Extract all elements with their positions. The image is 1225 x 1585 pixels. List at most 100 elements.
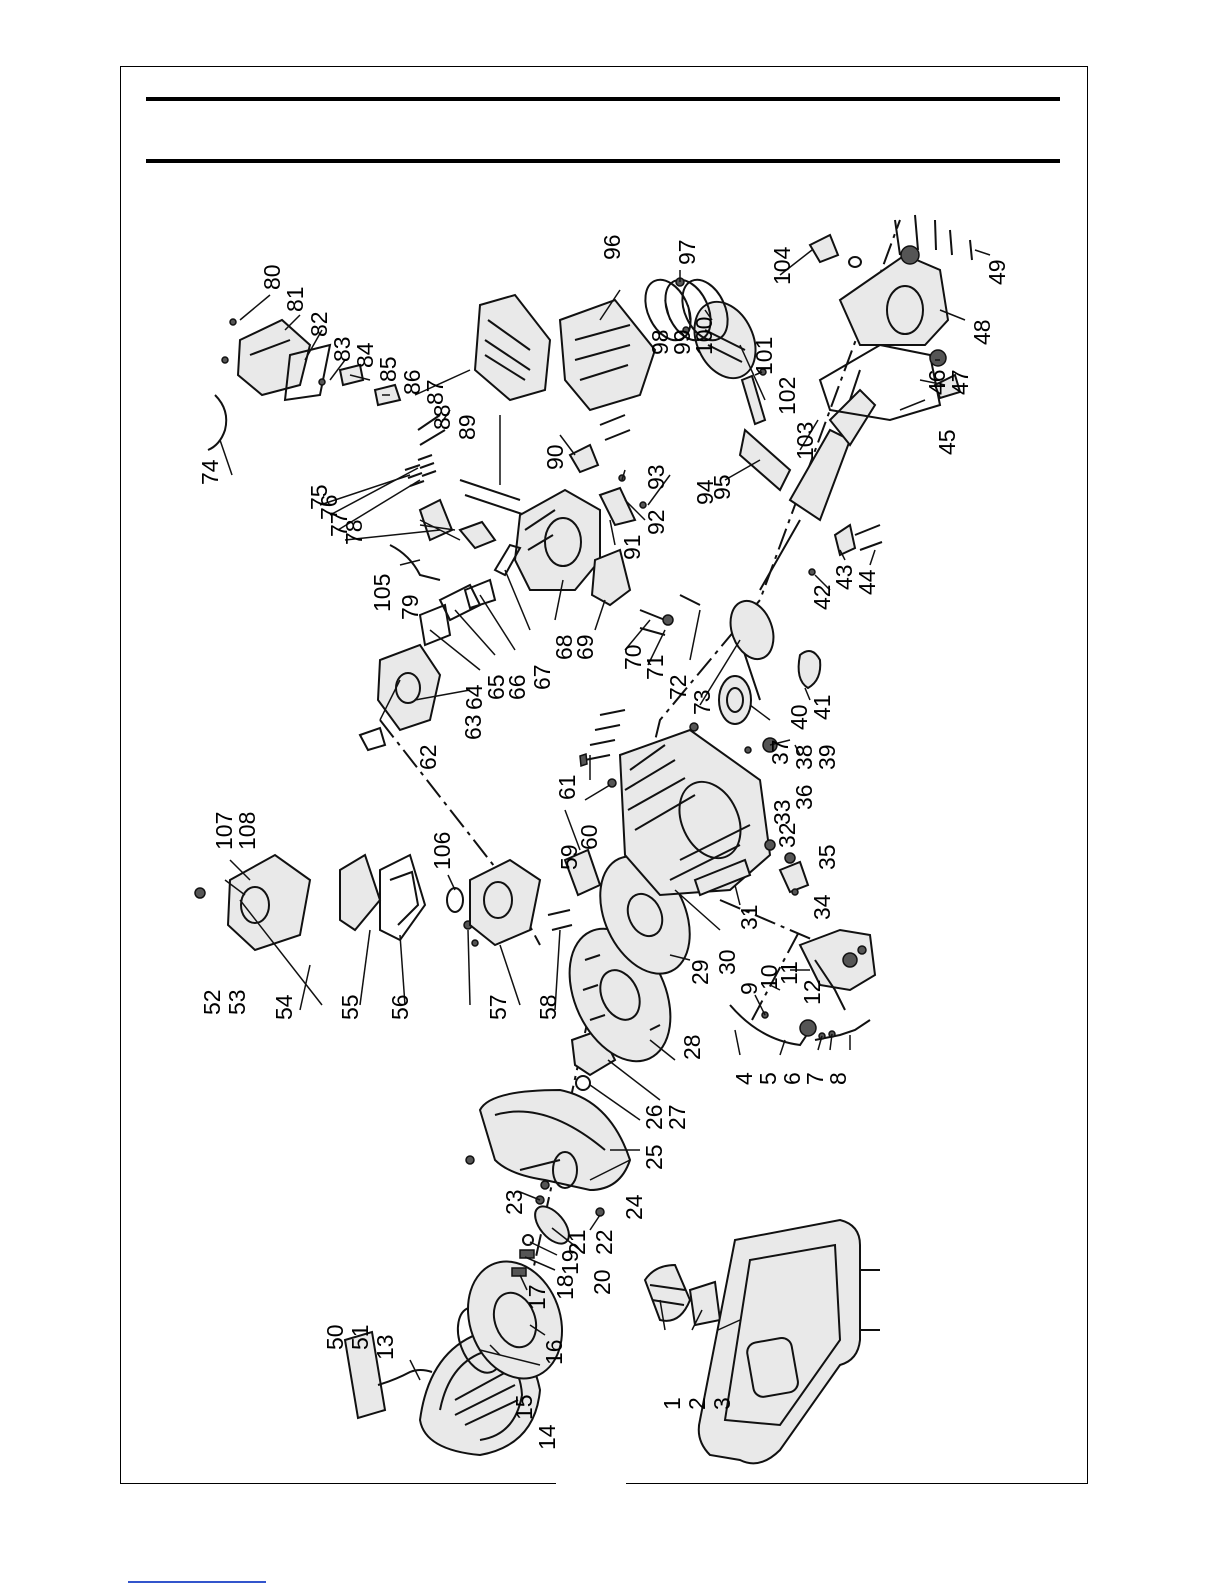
fuel-tank-assembly — [643, 1218, 880, 1465]
part-callout-98: 98 — [647, 329, 673, 355]
part-callout-2: 2 — [684, 1397, 710, 1410]
camshaft-assembly — [718, 599, 822, 754]
part-callout-22: 22 — [591, 1229, 617, 1255]
muffler-assembly — [417, 277, 690, 516]
part-callout-87: 87 — [422, 379, 448, 405]
part-callout-97: 97 — [674, 239, 700, 265]
part-callout-34: 34 — [809, 894, 835, 920]
part-callout-9: 9 — [736, 982, 762, 995]
part-callout-41: 41 — [809, 694, 835, 720]
blower-housing — [478, 1088, 632, 1192]
part-callout-39: 39 — [814, 744, 840, 770]
part-callout-101: 101 — [751, 337, 777, 375]
part-callout-75: 75 — [306, 484, 332, 510]
part-callout-26: 26 — [641, 1104, 667, 1130]
part-callout-104: 104 — [769, 246, 795, 285]
footer-frame-gap — [556, 1478, 626, 1490]
part-callout-58: 58 — [535, 994, 561, 1020]
part-callout-82: 82 — [306, 311, 332, 337]
part-callout-91: 91 — [619, 534, 645, 560]
part-callout-100: 100 — [691, 317, 717, 355]
part-callout-18: 18 — [552, 1274, 578, 1300]
part-callout-46: 46 — [924, 369, 950, 395]
part-callout-4: 4 — [731, 1072, 757, 1085]
part-callout-45: 45 — [934, 429, 960, 455]
part-callout-70: 70 — [620, 644, 646, 670]
part-callout-37: 37 — [767, 739, 793, 765]
part-callout-64: 64 — [461, 684, 487, 710]
part-callout-66: 66 — [504, 674, 530, 700]
part-callout-16: 16 — [541, 1339, 567, 1365]
part-callout-106: 106 — [429, 832, 455, 870]
part-callout-55: 55 — [337, 994, 363, 1020]
governor-parts — [693, 839, 810, 897]
part-callout-56: 56 — [387, 994, 413, 1020]
part-callout-60: 60 — [576, 824, 602, 850]
part-callout-33: 33 — [769, 799, 795, 825]
starter-pulley — [456, 1260, 564, 1380]
part-callout-43: 43 — [831, 564, 857, 590]
part-callout-103: 103 — [792, 422, 818, 460]
part-callout-54: 54 — [271, 994, 297, 1020]
part-callout-35: 35 — [814, 844, 840, 870]
part-callout-77: 77 — [326, 511, 352, 537]
part-callout-19: 19 — [557, 1249, 583, 1275]
part-callout-20: 20 — [589, 1269, 615, 1295]
part-callout-23: 23 — [501, 1189, 527, 1215]
crankcase-cover — [818, 214, 973, 422]
part-callout-27: 27 — [664, 1104, 690, 1130]
part-callout-5: 5 — [755, 1072, 781, 1085]
part-callout-65: 65 — [483, 674, 509, 700]
part-callout-59: 59 — [556, 844, 582, 870]
part-callout-32: 32 — [774, 822, 800, 848]
part-callout-14: 14 — [534, 1424, 560, 1450]
part-callout-94: 94 — [692, 479, 718, 505]
part-callout-105: 105 — [369, 574, 395, 612]
header-rule-bottom — [146, 159, 1060, 163]
piston-rings — [644, 278, 767, 376]
part-callout-86: 86 — [399, 369, 425, 395]
part-callout-49: 49 — [984, 259, 1010, 285]
part-callout-47: 47 — [947, 369, 973, 395]
part-callout-96: 96 — [599, 234, 625, 260]
part-callout-10: 10 — [756, 964, 782, 990]
part-callout-6: 6 — [779, 1072, 805, 1085]
part-callout-99: 99 — [669, 329, 695, 355]
part-callout-78: 78 — [341, 519, 367, 545]
part-callout-15: 15 — [511, 1394, 537, 1420]
part-callout-95: 95 — [709, 474, 735, 500]
part-callout-89: 89 — [454, 414, 480, 440]
part-callout-3: 3 — [709, 1397, 735, 1410]
part-callout-28: 28 — [679, 1034, 705, 1060]
rocker-parts — [568, 414, 647, 527]
part-callout-57: 57 — [485, 994, 511, 1020]
carburetor-assembly — [358, 543, 522, 752]
part-callout-80: 80 — [259, 264, 285, 290]
part-callout-40: 40 — [786, 704, 812, 730]
head-bolts — [579, 709, 626, 768]
part-callout-85: 85 — [375, 356, 401, 382]
part-callout-71: 71 — [642, 654, 668, 680]
part-callout-102: 102 — [774, 377, 800, 415]
part-callout-62: 62 — [415, 744, 441, 770]
part-callout-17: 17 — [524, 1284, 550, 1310]
part-callout-90: 90 — [542, 444, 568, 470]
part-callout-108: 108 — [234, 812, 260, 850]
crankcase-block — [607, 722, 772, 897]
part-callout-107: 107 — [211, 812, 237, 850]
part-callout-76: 76 — [316, 494, 342, 520]
part-callout-83: 83 — [329, 336, 355, 362]
stop-switch — [808, 233, 862, 268]
part-callout-24: 24 — [621, 1194, 647, 1220]
part-callout-38: 38 — [791, 744, 817, 770]
part-callout-11: 11 — [776, 961, 802, 985]
part-callout-81: 81 — [282, 286, 308, 312]
part-callout-52: 52 — [199, 989, 225, 1015]
part-callout-61: 61 — [554, 774, 580, 800]
part-callout-79: 79 — [397, 594, 423, 620]
part-callout-67: 67 — [529, 664, 555, 690]
part-callout-36: 36 — [791, 784, 817, 810]
part-callout-1: 1 — [659, 1397, 685, 1410]
